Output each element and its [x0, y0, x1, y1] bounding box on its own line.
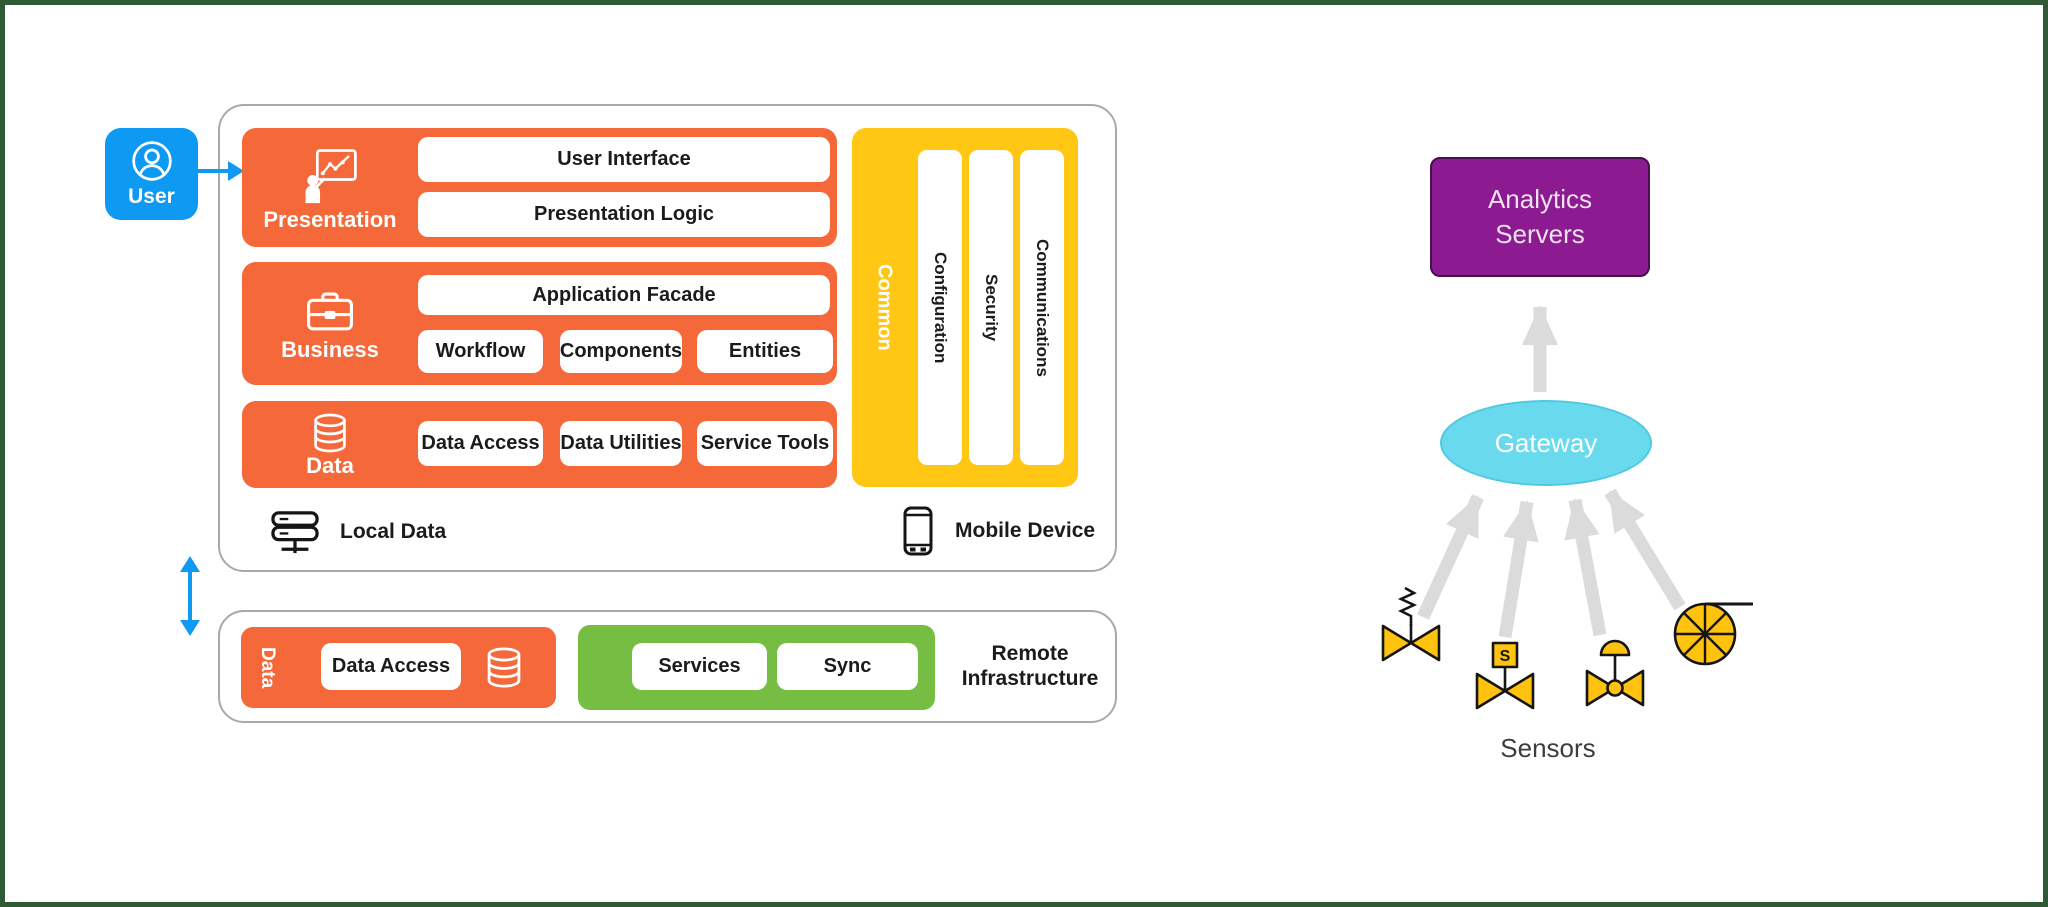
local-data: Local Data: [268, 506, 446, 558]
common-label: Common: [873, 264, 896, 351]
presentation-layer-side: Presentation: [242, 128, 418, 247]
user-label: User: [128, 185, 175, 208]
data-utilities-box: Data Utilities: [560, 421, 682, 466]
data-layer-side: Data: [242, 401, 418, 488]
sensor1-to-gateway-arrow: [1417, 494, 1484, 620]
user-node: User: [105, 128, 198, 220]
user-to-app-arrow: [196, 161, 244, 181]
mobile-device-icon: [903, 506, 933, 556]
services-box: Services: [632, 643, 767, 690]
security-box: Security: [969, 150, 1013, 465]
common-column: Common Configuration Security Communicat…: [852, 128, 1078, 487]
diaphragm-valve-icon: [1585, 639, 1645, 707]
app-to-remote-arrow: [180, 556, 200, 636]
solenoid-letter: S: [1500, 648, 1511, 665]
application-facade-box: Application Facade: [418, 275, 830, 315]
remote-data-access-box: Data Access: [321, 643, 461, 690]
workflow-box: Workflow: [418, 330, 543, 373]
data-layer-label: Data: [306, 452, 354, 478]
communications-box: Communications: [1020, 150, 1064, 465]
entities-box: Entities: [697, 330, 833, 373]
solenoid-valve-icon: S: [1475, 641, 1535, 710]
gateway-node: Gateway: [1440, 400, 1652, 486]
user-icon: [131, 141, 172, 181]
remote-infrastructure-caption: Remote Infrastructure: [961, 642, 1099, 691]
business-layer-side: Business: [242, 262, 418, 385]
data-access-box: Data Access: [418, 421, 543, 466]
presentation-layer-label: Presentation: [263, 206, 397, 232]
sensors-group: S: [1381, 586, 1753, 710]
sensors-label: Sensors: [1500, 733, 1596, 763]
remote-data-label: Data: [257, 646, 278, 689]
gateway-label: Gateway: [1494, 427, 1598, 458]
spring-valve-icon: [1381, 586, 1441, 662]
presentation-layer: Presentation User Interface Presentation…: [242, 128, 837, 247]
local-data-icon: [271, 511, 319, 554]
rotary-meter-icon: [1673, 602, 1753, 666]
service-tools-box: Service Tools: [697, 421, 833, 466]
analytics-servers-node: Analytics Servers: [1430, 157, 1650, 277]
components-box: Components: [560, 330, 682, 373]
configuration-box: Configuration: [918, 150, 962, 465]
sensor3-to-gateway-arrow: [1564, 498, 1607, 637]
iot-arrows: [1417, 305, 1686, 639]
business-layer: Business Application Facade Workflow Com…: [242, 262, 837, 385]
mobile-device: Mobile Device: [903, 504, 1095, 558]
sync-box: Sync: [777, 643, 918, 690]
presentation-icon: [305, 148, 357, 203]
briefcase-icon: [307, 291, 353, 330]
business-layer-label: Business: [281, 336, 379, 362]
local-data-label: Local Data: [340, 520, 447, 543]
sensor4-to-gateway-arrow: [1604, 488, 1686, 611]
remote-services-box: Services Sync: [578, 625, 935, 710]
presentation-logic-box: Presentation Logic: [418, 192, 830, 237]
user-interface-box: User Interface: [418, 137, 830, 182]
remote-data-box: Data Data Access: [241, 627, 556, 708]
mobile-device-label: Mobile Device: [955, 519, 1096, 542]
analytics-servers-label: Analytics Servers: [1487, 183, 1593, 249]
data-layer: Data Data Access Data Utilities Service …: [242, 401, 837, 488]
sensor2-to-gateway-arrow: [1498, 500, 1539, 639]
database-icon: [314, 413, 346, 452]
remote-database-icon: [487, 647, 521, 688]
